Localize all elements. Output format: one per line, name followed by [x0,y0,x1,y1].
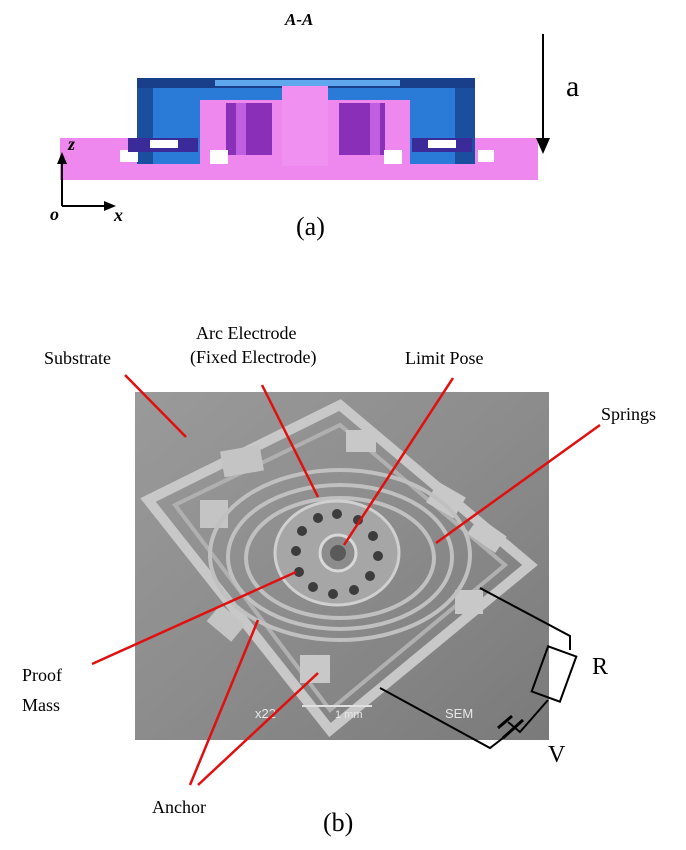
anchor-leader-2 [197,672,319,786]
sem-tag: SEM [445,706,473,721]
label-voltage: V [548,742,566,768]
caption-b: (b) [323,808,354,837]
etch-holes [291,509,383,599]
direction-arrow [536,34,550,154]
housing-left-shadow [137,88,153,164]
coordinate-axes [57,152,116,211]
left-electrode [226,103,272,155]
label-anchor: Anchor [152,797,206,817]
axis-z-label: z [68,134,76,154]
label-arc-electrode-2: (Fixed Electrode) [190,347,317,367]
label-proof: Proof [22,665,62,685]
cross-section-drawing [60,78,538,180]
label-resistor: R [592,654,609,680]
substrate-leader [124,374,187,438]
section-title: A-A [285,10,314,29]
label-springs: Springs [601,404,657,424]
label-substrate: Substrate [44,348,111,368]
anchor-block [220,444,264,478]
limit-pose-leader [342,377,455,546]
housing-right-shadow [455,88,475,164]
leader-lines [91,374,601,786]
housing-highlight [215,80,400,86]
resistor [530,645,578,703]
axis-origin-label: o [50,204,59,224]
anchor-leader-1 [188,619,260,786]
spring-ring [208,468,472,642]
axis-x-label: x [114,205,123,225]
sem-scale-text: 1 mm [335,709,363,721]
arc-electrode-leader [260,384,320,498]
arrow-label: a [566,70,580,103]
caption-a: (a) [296,212,325,241]
label-arc-electrode-1: Arc Electrode [196,323,297,343]
center-pillar [282,86,328,166]
sem-micrograph: x22 1 mm SEM [135,392,549,740]
springs-leader [435,423,601,545]
outer-frame [140,399,538,738]
circuit [379,587,578,750]
label-limit-pose: Limit Pose [405,348,484,368]
label-mass: Mass [22,695,61,715]
proof-mass-leader [91,570,297,666]
